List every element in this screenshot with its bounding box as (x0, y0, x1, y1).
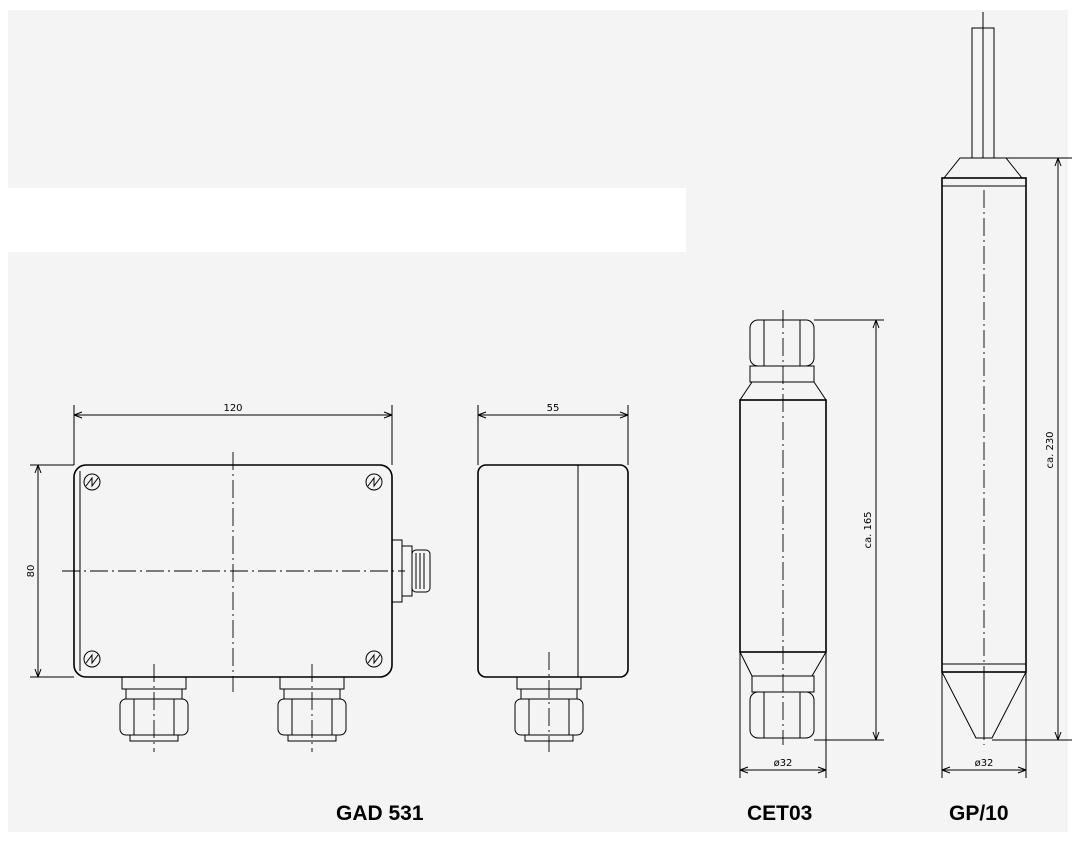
cable-gland-bottom-left (119, 664, 189, 752)
cet03-drawing: ca. 165 ø32 (739, 310, 884, 778)
cet03-caption: CET03 (747, 802, 813, 825)
cable-gland-bottom-right (277, 664, 347, 752)
gp10-length-label: ca. 230 (1045, 431, 1056, 468)
dimension-depth-label: 55 (547, 403, 560, 414)
cable-gland-bottom (514, 676, 584, 742)
dimension-width-label: 120 (223, 403, 242, 414)
dimension-height-label: 80 (26, 565, 37, 578)
cet03-length-label: ca. 165 (863, 511, 874, 548)
dimension-height: 80 (26, 464, 74, 678)
dimension-depth: 55 (477, 403, 629, 465)
screw-icon (83, 473, 101, 491)
gp10-caption: GP/10 (949, 802, 1009, 825)
screw-icon (365, 473, 383, 491)
gp10-drawing: ca. 230 ø32 (941, 12, 1072, 778)
cet03-diameter-label: ø32 (774, 758, 793, 769)
gad531-side-view: 55 (477, 403, 629, 752)
background-panel-top (8, 10, 1068, 188)
gp10-diameter-label: ø32 (975, 758, 994, 769)
gad531-front-view: 120 80 (26, 403, 431, 752)
dimension-width: 120 (73, 403, 393, 465)
screw-icon (365, 650, 383, 668)
screw-icon (83, 650, 101, 668)
gad531-caption: GAD 531 (336, 802, 424, 825)
cable-gland-side (391, 539, 431, 603)
